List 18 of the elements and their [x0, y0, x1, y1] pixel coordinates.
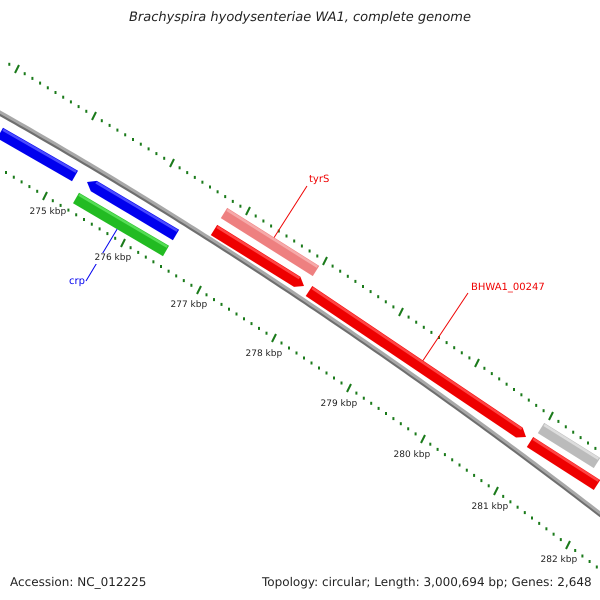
gene-label: tyrS — [309, 175, 330, 185]
gene-label: BHWA1_00247 — [471, 283, 545, 293]
gene-feature — [526, 437, 600, 490]
title: Brachyspira hyodysenteriae WA1, complete genome — [128, 11, 472, 24]
gene-feature — [210, 224, 304, 287]
scale-label: 279 kbp — [320, 398, 358, 410]
genome-stats-text: Topology: circular; Length: 3,000,694 bp; Genes: 2,648 — [262, 576, 592, 588]
scale-label: 277 kbp — [170, 300, 208, 310]
scale-label: 280 kbp — [392, 450, 432, 460]
accession-text: Accession: NC_012225 — [10, 576, 146, 588]
scale-label: 275 kbp — [28, 206, 68, 218]
gene-label: crp — [69, 277, 85, 287]
leader-line — [422, 292, 468, 361]
scale-label: 281 kbp — [470, 502, 510, 512]
scale-label: 282 kbp — [540, 554, 578, 566]
gene-feature — [0, 128, 78, 182]
scale-label: 278 kbp — [244, 348, 284, 360]
scale-label: 276 kbp — [94, 252, 132, 264]
